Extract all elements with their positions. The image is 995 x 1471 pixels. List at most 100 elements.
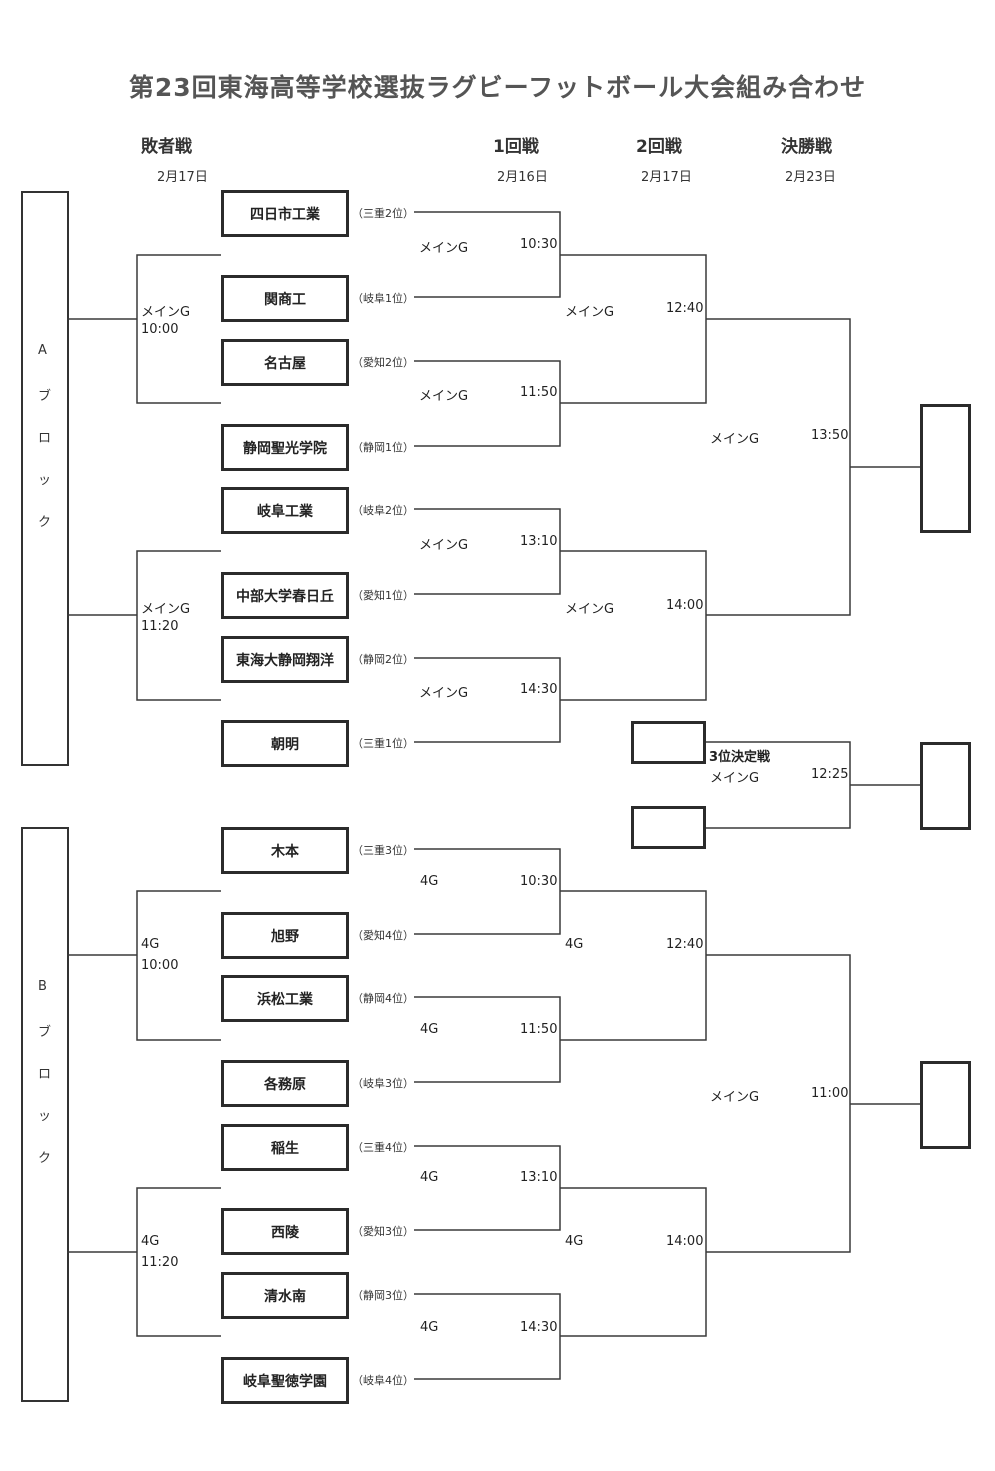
- bracket-line: [560, 550, 707, 701]
- round2-venue: 4G: [565, 1234, 584, 1249]
- team-rank: （岐阜3位）: [352, 1077, 414, 1090]
- consolation-time: 11:20: [141, 1255, 179, 1270]
- round1-time: 10:30: [520, 237, 558, 252]
- team-rank: （愛知3位）: [352, 1225, 414, 1238]
- finalist-slot: [920, 404, 971, 533]
- team-box: 名古屋: [221, 339, 349, 386]
- team-box: 浜松工業: [221, 975, 349, 1022]
- block-a-char: ッ: [38, 473, 52, 488]
- bracket-line: [136, 254, 221, 404]
- team-rank: （三重4位）: [352, 1141, 414, 1154]
- team-rank: （愛知1位）: [352, 589, 414, 602]
- round1-venue: メインG: [419, 686, 469, 701]
- block-a-char: ク: [38, 515, 52, 530]
- third-place-time: 12:25: [811, 767, 849, 782]
- block-b-frame: [21, 827, 69, 1402]
- consolation-venue: メインG: [141, 305, 191, 320]
- team-box: 東海大静岡翔洋: [221, 636, 349, 683]
- team-box: 岐阜工業: [221, 487, 349, 534]
- column-header-consolation: 敗者戦: [141, 137, 192, 157]
- round1-time: 13:10: [520, 534, 558, 549]
- column-header-final: 決勝戦: [781, 137, 832, 157]
- semi-venue: メインG: [710, 1090, 760, 1105]
- bracket-line: [414, 996, 561, 1083]
- round2-time: 12:40: [666, 301, 704, 316]
- round1-time: 11:50: [520, 1022, 558, 1037]
- consolation-time: 11:20: [141, 619, 179, 634]
- bracket-line: [414, 848, 561, 935]
- team-rank: （岐阜1位）: [352, 292, 414, 305]
- round2-venue: メインG: [565, 602, 615, 617]
- round1-venue: 4G: [420, 1170, 439, 1185]
- round1-time: 10:30: [520, 874, 558, 889]
- bracket-line: [136, 550, 221, 701]
- block-a-char: A: [38, 343, 47, 358]
- round1-time: 14:30: [520, 1320, 558, 1335]
- column-header-round2: 2回戦: [636, 137, 682, 157]
- consolation-venue: メインG: [141, 602, 191, 617]
- column-header-round1: 1回戦: [493, 137, 539, 157]
- round1-venue: メインG: [419, 241, 469, 256]
- finalist-slot: [920, 1061, 971, 1149]
- round1-venue: 4G: [420, 1022, 439, 1037]
- round2-time: 12:40: [666, 937, 704, 952]
- consolation-venue: 4G: [141, 937, 160, 952]
- semi-time: 13:50: [811, 428, 849, 443]
- team-box: 中部大学春日丘: [221, 572, 349, 619]
- third-place-result-slot: [920, 742, 971, 830]
- bracket-line: [560, 1187, 707, 1337]
- semi-time: 11:00: [811, 1086, 849, 1101]
- team-rank: （三重1位）: [352, 737, 414, 750]
- round2-venue: メインG: [565, 305, 615, 320]
- round1-venue: メインG: [419, 538, 469, 553]
- block-b-char: ッ: [38, 1109, 52, 1124]
- round1-time: 14:30: [520, 682, 558, 697]
- third-place-label: 3位決定戦: [709, 750, 771, 765]
- team-rank: （愛知4位）: [352, 929, 414, 942]
- third-place-slot: [631, 806, 706, 849]
- team-box: 稲生: [221, 1124, 349, 1171]
- team-rank: （静岡4位）: [352, 992, 414, 1005]
- page-title: 第23回東海高等学校選抜ラグビーフットボール大会組み合わせ: [128, 73, 867, 102]
- round2-time: 14:00: [666, 1234, 704, 1249]
- block-a-frame: [21, 191, 69, 766]
- bracket-line: [560, 254, 707, 404]
- team-box: 西陵: [221, 1208, 349, 1255]
- semi-venue: メインG: [710, 432, 760, 447]
- bracket-line: [414, 1145, 561, 1231]
- block-a-char: ブ: [38, 389, 52, 404]
- third-place-venue: メインG: [710, 771, 760, 786]
- round2-time: 14:00: [666, 598, 704, 613]
- team-rank: （岐阜2位）: [352, 504, 414, 517]
- consolation-time: 10:00: [141, 958, 179, 973]
- bracket-line: [414, 1293, 561, 1380]
- column-date-round1: 2月16日: [497, 170, 548, 185]
- round1-venue: メインG: [419, 389, 469, 404]
- bracket-line: [560, 890, 707, 1041]
- bracket-line: [706, 318, 851, 616]
- team-box: 清水南: [221, 1272, 349, 1319]
- team-box: 岐阜聖徳学園: [221, 1357, 349, 1404]
- team-rank: （三重2位）: [352, 207, 414, 220]
- block-b-char: ロ: [38, 1067, 52, 1082]
- team-box: 朝明: [221, 720, 349, 767]
- block-b-char: ク: [38, 1151, 52, 1166]
- team-rank: （三重3位）: [352, 844, 414, 857]
- block-b-char: B: [38, 979, 47, 994]
- team-box: 旭野: [221, 912, 349, 959]
- consolation-venue: 4G: [141, 1234, 160, 1249]
- team-box: 静岡聖光学院: [221, 424, 349, 471]
- block-a-char: ロ: [38, 431, 52, 446]
- consolation-time: 10:00: [141, 322, 179, 337]
- block-b-char: ブ: [38, 1025, 52, 1040]
- bracket-line: [136, 1187, 221, 1337]
- round1-time: 13:10: [520, 1170, 558, 1185]
- round1-venue: 4G: [420, 1320, 439, 1335]
- column-date-consolation: 2月17日: [157, 170, 208, 185]
- column-date-round2: 2月17日: [641, 170, 692, 185]
- round1-venue: 4G: [420, 874, 439, 889]
- bracket-line: [136, 890, 221, 1041]
- round2-venue: 4G: [565, 937, 584, 952]
